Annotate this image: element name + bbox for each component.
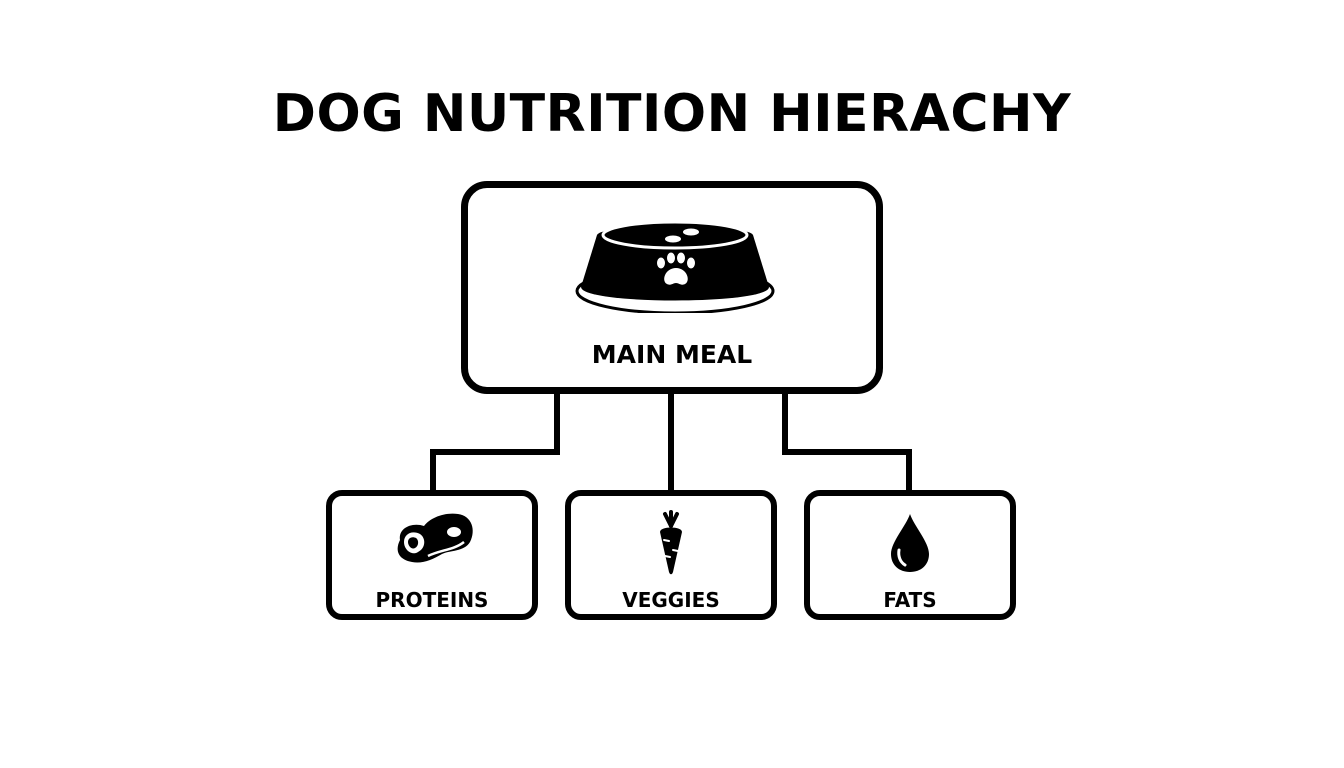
main-meal-node: MAIN MEAL — [461, 181, 883, 394]
veggies-node: VEGGIES — [565, 490, 777, 620]
dog-food-bowl-icon — [575, 220, 775, 313]
carrot-icon — [660, 510, 682, 575]
veggies-label: VEGGIES — [622, 588, 720, 612]
main-meal-label: MAIN MEAL — [591, 340, 753, 369]
meat-steak-icon — [397, 513, 473, 563]
proteins-node: PROTEINS — [326, 490, 538, 620]
connector-fats — [782, 394, 912, 490]
fats-label: FATS — [883, 588, 937, 612]
diagram-title: DOG NUTRITION HIERACHY — [272, 84, 1072, 144]
fats-node: FATS — [804, 490, 1016, 620]
proteins-label: PROTEINS — [375, 588, 489, 612]
paw-icon — [657, 252, 695, 285]
connector-proteins — [430, 394, 560, 490]
oil-drop-icon — [891, 514, 929, 572]
